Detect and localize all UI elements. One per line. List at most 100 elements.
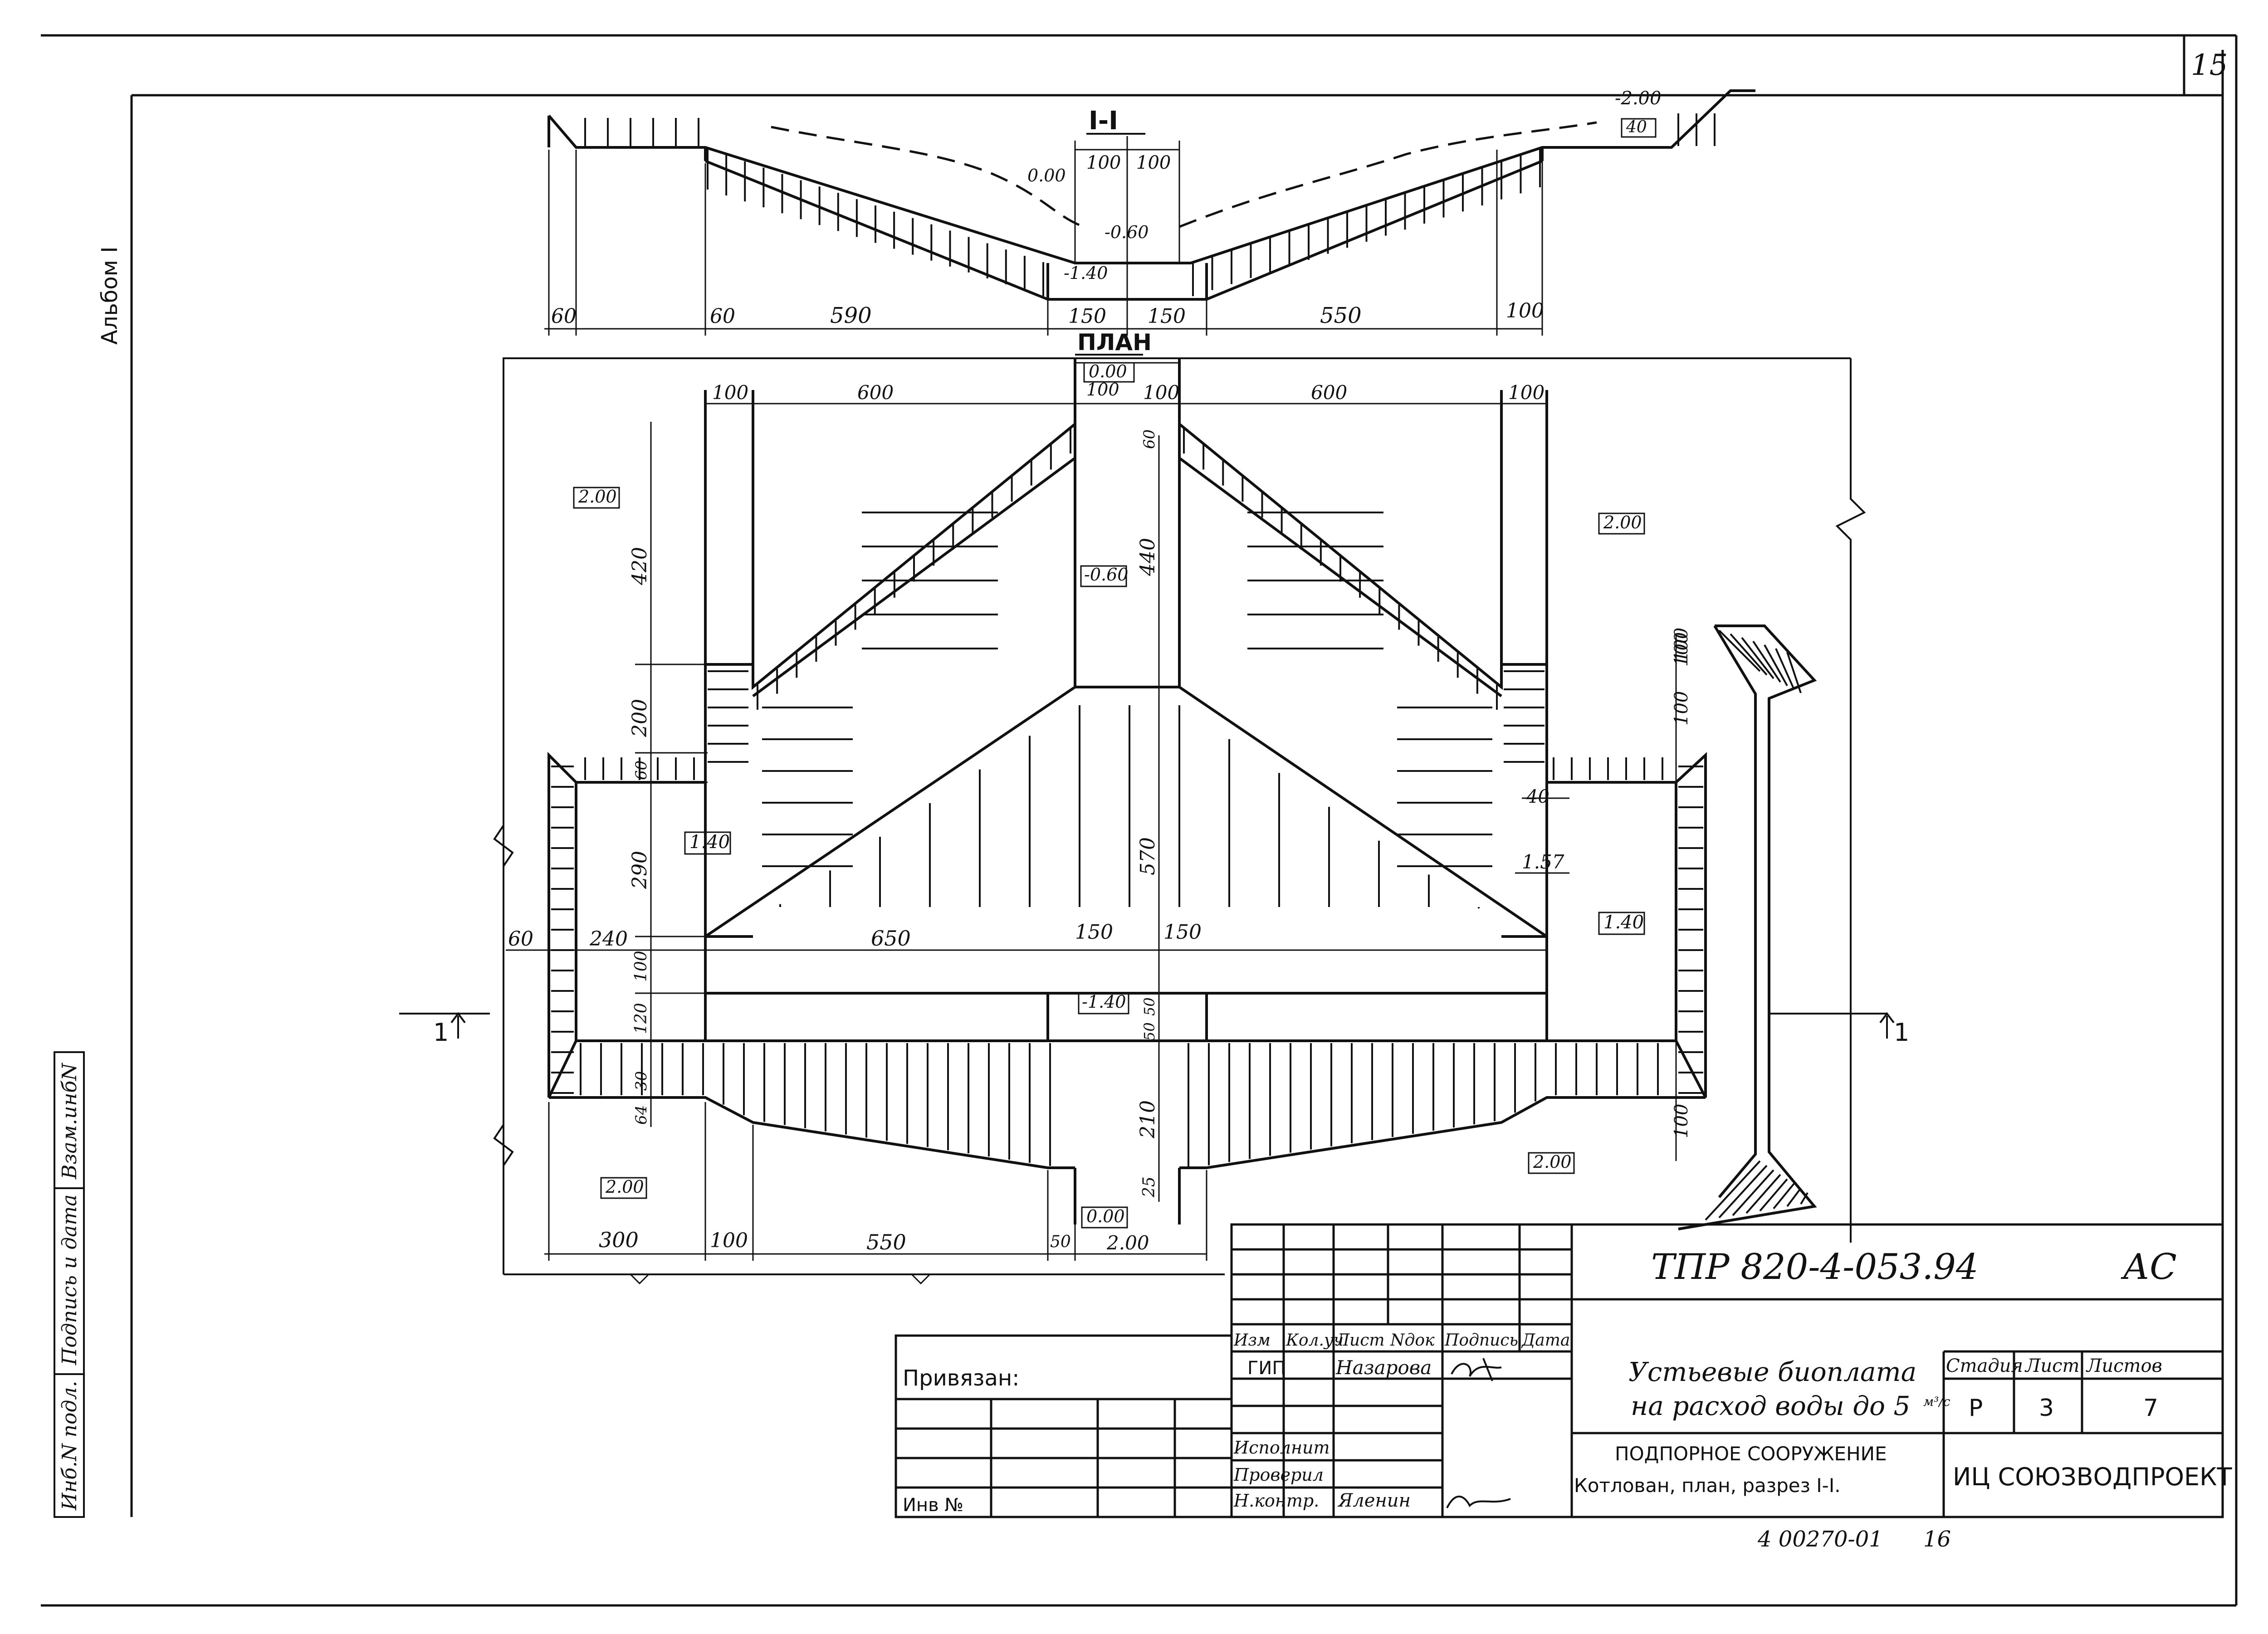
subtitle-line2: Котлован, план, разрез I-I. <box>1574 1474 1841 1497</box>
plan-elev-200-lr: 2.00 <box>1533 1152 1572 1172</box>
plan-v-420: 420 <box>628 547 651 585</box>
plan-top-100a: 100 <box>712 381 748 404</box>
role-gip: ГИП <box>1247 1358 1286 1379</box>
plan-elev-000-bot-frame <box>1081 1206 1128 1229</box>
plan-top-100d: 100 <box>1508 381 1545 404</box>
plan-v-200: 200 <box>628 699 651 737</box>
section-marker-right: 1 <box>1894 1018 1909 1047</box>
sec-bottom-150a: 150 <box>1068 305 1106 328</box>
stage-value: Р <box>1969 1395 1983 1422</box>
plan-v-64: 64 <box>632 1105 650 1125</box>
plan-top-600b: 600 <box>1311 381 1347 404</box>
sec-dim-100a: 100 <box>1086 152 1121 173</box>
plan-r-100b: 100 <box>1671 691 1692 726</box>
section-hatch <box>584 113 1716 296</box>
inv-label: Инв № <box>903 1495 963 1516</box>
sheet-value: 3 <box>2039 1395 2054 1422</box>
plan-elev-200-ul-frame <box>573 487 620 509</box>
plan-h-150b: 150 <box>1163 921 1202 944</box>
plan-elev-140-l: 1.40 <box>689 832 730 853</box>
col-data: Дата <box>1521 1331 1570 1350</box>
hatch-tick <box>1745 1174 1781 1214</box>
plan-h-60: 60 <box>508 927 533 951</box>
plan-v-50a: 50 <box>1141 997 1158 1016</box>
plan-top-100b: 100 <box>1086 380 1119 400</box>
plan-elev-140-r: 1.40 <box>1603 912 1644 933</box>
plan-v-290: 290 <box>628 851 651 889</box>
sec-elev-m060: -0.60 <box>1105 222 1149 242</box>
plan-outer-outline <box>493 357 1866 1275</box>
hatch-tick <box>1752 640 1781 683</box>
plan-elev-140-r-frame <box>1598 912 1645 935</box>
hatch-tick <box>1773 1183 1795 1210</box>
plan-main-outline <box>547 358 1817 1230</box>
signature-gip-icon <box>1451 1358 1502 1381</box>
plan-elev-140-l-frame <box>684 831 731 855</box>
sec-dim-100b: 100 <box>1136 152 1171 173</box>
sec-bottom-590: 590 <box>830 303 872 328</box>
plan-v-30: 30 <box>632 1071 650 1091</box>
plan-r-100a: 100 <box>1671 632 1692 667</box>
sec-bottom-60a: 60 <box>551 305 577 328</box>
plan-elev-000-bot: 0.00 <box>1086 1206 1125 1226</box>
sec-elev-m140: -1.40 <box>1064 263 1108 283</box>
title-line2: на расход воды до 5 <box>1631 1390 1910 1421</box>
plan-b-50: 50 <box>1050 1233 1071 1251</box>
bound-label: Привязан: <box>903 1366 1019 1391</box>
hatch-tick <box>1718 1165 1768 1219</box>
title-line1: Устьевые биоплата <box>1628 1356 1916 1387</box>
signature-date-label: Подпись и дата <box>58 1195 81 1366</box>
plan-vertical-dimension-lines <box>635 422 1677 1202</box>
plan-v-25: 25 <box>1140 1176 1158 1198</box>
plan-r-100d: 100 <box>1671 1104 1692 1138</box>
plan-elev-157: 1.57 <box>1522 851 1564 873</box>
plan-h-240: 240 <box>589 927 628 951</box>
plan-elev-200-ul: 2.00 <box>578 487 617 507</box>
hatch-tick <box>1730 633 1768 676</box>
hatch-tick <box>1741 637 1774 679</box>
album-label: Альбом I <box>97 247 122 345</box>
plan-v-440: 440 <box>1136 538 1159 576</box>
plan-elev-m140: -1.40 <box>1082 992 1126 1012</box>
hatch-tick <box>1775 648 1795 690</box>
title-unit: м³/с <box>1923 1394 1950 1409</box>
role-check: Проверил <box>1233 1465 1324 1485</box>
plan-v-100: 100 <box>632 951 650 982</box>
signature-norm-icon <box>1446 1496 1511 1508</box>
plan-elev-200-ur-frame <box>1598 512 1645 535</box>
plan-v-60: 60 <box>1140 429 1158 449</box>
hatch-tick <box>1759 1178 1788 1212</box>
plan-elev-000-top: 0.00 <box>1089 361 1127 381</box>
sec-bottom-100: 100 <box>1506 299 1544 322</box>
section-cut-line <box>399 1012 1895 1039</box>
inv-original-label: Инб.N подл. <box>58 1381 81 1511</box>
col-ndok: Nдок <box>1390 1331 1435 1350</box>
inv-replacement-label: Взам.инбN <box>58 1063 81 1180</box>
plan-elev-060-frame <box>1080 565 1127 587</box>
hatch-tick <box>1764 644 1788 686</box>
plan-b-550: 550 <box>866 1230 906 1254</box>
footer-page: 16 <box>1923 1527 1951 1552</box>
stage-label: Стадия <box>1946 1356 2023 1376</box>
section-drawing <box>547 89 1755 301</box>
plan-b-200: 2.00 <box>1106 1232 1149 1254</box>
plan-elev-200-ll-frame <box>600 1177 647 1199</box>
plan-elev-000-top-frame <box>1083 362 1135 383</box>
sheet-label: Лист <box>2024 1356 2079 1376</box>
sec-bottom-150b: 150 <box>1148 305 1186 328</box>
plan-b-300: 300 <box>599 1228 639 1252</box>
sheet-number: 15 <box>2191 49 2228 82</box>
sec-elev-zero: 0.00 <box>1027 166 1066 185</box>
sec-dim-40-frame <box>1621 118 1657 138</box>
doc-mark: АС <box>2121 1247 2177 1288</box>
plan-b-100: 100 <box>710 1229 748 1252</box>
plan-v-210: 210 <box>1136 1100 1159 1139</box>
section-title: I-I <box>1089 106 1118 136</box>
hatch-tick <box>1718 629 1761 672</box>
sec-bottom-550: 550 <box>1320 303 1362 328</box>
hatch-tick <box>1732 1169 1774 1216</box>
plan-elev-m140-frame <box>1078 992 1129 1015</box>
section-dimension-lines <box>544 136 1543 336</box>
col-podpis: Подпись <box>1444 1331 1518 1350</box>
plan-elev-060: -0.60 <box>1084 565 1128 585</box>
